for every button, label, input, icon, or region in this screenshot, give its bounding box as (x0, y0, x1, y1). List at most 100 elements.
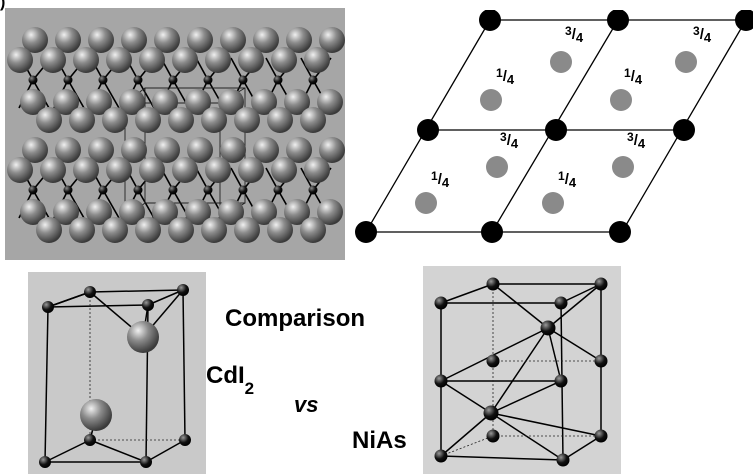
nickel-atom (434, 449, 448, 463)
cadmium-atom (273, 75, 283, 85)
iodide-atom (319, 27, 345, 53)
iodide-atom (168, 217, 194, 243)
cadmium-atom (28, 185, 38, 195)
iodide-atom (304, 157, 330, 183)
iodide-atom (185, 89, 211, 115)
iodide-atom (154, 27, 180, 53)
iodide-atom (234, 107, 260, 133)
cadmium-atom (273, 185, 283, 195)
iodide-atom (220, 137, 246, 163)
iodide-atom (271, 47, 297, 73)
cdi2-formula: CdI (206, 362, 245, 389)
iodide-atom (127, 321, 159, 353)
lattice-atom (545, 119, 567, 141)
iodide-atom (253, 27, 279, 53)
nickel-atom (594, 354, 608, 368)
iodide-atom (300, 107, 326, 133)
iodide-atom (168, 107, 194, 133)
iodide-atom (86, 89, 112, 115)
cell-background (423, 266, 621, 474)
cdi2-subscript: 2 (244, 378, 255, 398)
cadmium-atom (63, 185, 73, 195)
iodide-atom (102, 217, 128, 243)
cadmium-atom (238, 185, 248, 195)
iodide-atom (119, 199, 145, 225)
iodide-atom (251, 89, 277, 115)
iodide-atom (40, 157, 66, 183)
cadmium-atom (238, 75, 248, 85)
iodide-atom (121, 27, 147, 53)
cadmium-atom (203, 75, 213, 85)
iodide-atom (22, 27, 48, 53)
lattice-atom (355, 221, 377, 243)
site-atom (675, 51, 697, 73)
iodide-atom (55, 137, 81, 163)
arsenic-atom (540, 320, 556, 336)
nickel-atom (554, 296, 568, 310)
cadmium-atom (168, 185, 178, 195)
bond (102, 79, 120, 109)
iodide-atom (88, 137, 114, 163)
iodide-atom (55, 27, 81, 53)
iodide-atom (135, 217, 161, 243)
iodide-atom (53, 199, 79, 225)
iodide-atom (253, 137, 279, 163)
iodide-atom (73, 47, 99, 73)
iodide-atom (284, 89, 310, 115)
site-atom (542, 192, 564, 214)
iodide-atom (88, 27, 114, 53)
lattice-atom (417, 119, 439, 141)
iodide-atom (139, 157, 165, 183)
site-atom (550, 51, 572, 73)
nickel-atom (556, 453, 570, 467)
cadmium-atom (133, 75, 143, 85)
cadmium-atom (179, 434, 191, 446)
iodide-atom (238, 47, 264, 73)
iodide-atom (102, 107, 128, 133)
site-atom (480, 89, 502, 111)
cadmium-atom (84, 434, 96, 446)
nickel-atom (434, 374, 448, 388)
fraction-label: 1/4 (496, 66, 515, 87)
iodide-atom (304, 47, 330, 73)
iodide-atom (267, 107, 293, 133)
lattice-atom (607, 10, 629, 31)
cadmium-atom (168, 75, 178, 85)
iodide-atom (201, 107, 227, 133)
nickel-atom (486, 277, 500, 291)
cadmium-atom (177, 284, 189, 296)
iodide-atom (20, 199, 46, 225)
iodide-atom (187, 137, 213, 163)
iodide-atom (106, 47, 132, 73)
iodide-atom (121, 137, 147, 163)
cadmium-atom (98, 185, 108, 195)
iodide-atom (172, 157, 198, 183)
fraction-label: 3/4 (627, 130, 646, 151)
fraction-label: 1/4 (624, 66, 643, 87)
iodide-atom (36, 107, 62, 133)
bond (102, 189, 120, 219)
fraction-label: 1/4 (431, 169, 450, 190)
fraction-label: 3/4 (500, 130, 519, 151)
arsenic-atom (483, 405, 499, 421)
iodide-atom (205, 47, 231, 73)
iodide-atom (7, 47, 33, 73)
site-atom (415, 192, 437, 214)
iodide-atom (135, 107, 161, 133)
interstitial-atoms (415, 51, 697, 214)
nias-unit-cell (423, 266, 621, 474)
iodide-atom (238, 157, 264, 183)
iodide-atom (267, 217, 293, 243)
cdi2-label: CdI2 (206, 362, 254, 398)
cadmium-atom (203, 185, 213, 195)
site-atom (612, 156, 634, 178)
iodide-atom (152, 89, 178, 115)
nickel-atom (486, 354, 500, 368)
cadmium-atom (28, 75, 38, 85)
lattice-atom (481, 221, 503, 243)
cadmium-atom (133, 185, 143, 195)
nickel-atom (554, 374, 568, 388)
iodide-atom (205, 157, 231, 183)
iodide-atom (80, 399, 112, 431)
comparison-label: Comparison (225, 305, 366, 332)
